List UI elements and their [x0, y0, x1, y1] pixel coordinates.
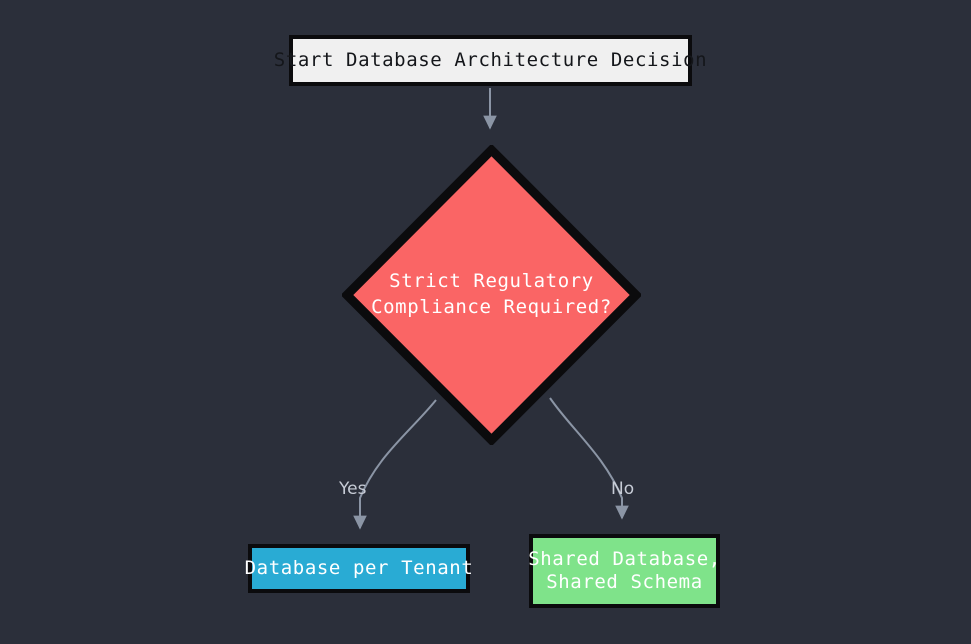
node-decision-label: Strict Regulatory Compliance Required? — [371, 270, 612, 318]
node-start-label: Start Database Architecture Decision — [273, 48, 708, 71]
node-outcome-no-label: Shared Database, Shared Schema — [528, 547, 721, 593]
node-decision[interactable]: Strict Regulatory Compliance Required? — [342, 145, 641, 445]
node-outcome-yes-label: Database per Tenant — [244, 556, 474, 579]
edge-label-no: No — [611, 479, 635, 499]
node-outcome-shared-database-shared-schema[interactable]: Shared Database, Shared Schema — [528, 534, 721, 608]
node-outcome-database-per-tenant[interactable]: Database per Tenant — [245, 544, 473, 593]
edge-label-yes: Yes — [339, 479, 367, 499]
diamond-shape — [342, 145, 641, 445]
node-start[interactable]: Start Database Architecture Decision — [274, 35, 707, 86]
